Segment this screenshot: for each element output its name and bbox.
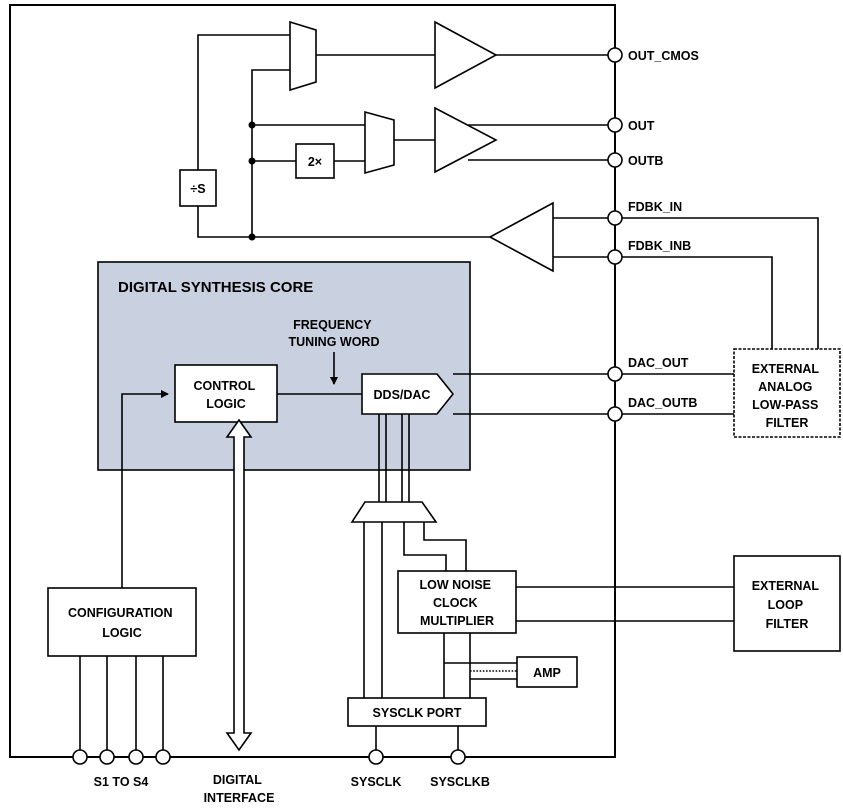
pin-s1: [72, 749, 88, 765]
pin-sysclkb: [450, 749, 466, 765]
pin-label-fdbk-inb: FDBK_INB: [628, 239, 691, 253]
pin-dac-out: [607, 366, 623, 382]
pin-out-cmos: [607, 47, 623, 63]
control-logic-block: [174, 364, 278, 423]
dds-dac-label: DDS/DAC: [374, 388, 431, 402]
pin-label-sysclkb: SYSCLKB: [430, 775, 490, 789]
pin-fdbk-inb: [607, 249, 623, 265]
divider-block: [179, 169, 217, 207]
external-lpf-label: EXTERNAL ANALOG LOW-PASS FILTER: [752, 362, 823, 430]
dds-dac-block: [361, 373, 455, 415]
config-logic-label: CONFIGURATION LOGIC: [68, 606, 176, 640]
feedback-receiver: [488, 201, 554, 273]
pin-label-outb: OUTB: [628, 154, 663, 168]
pin-label-dac-outb: DAC_OUTB: [628, 396, 697, 410]
pin-label-fdbk-in: FDBK_IN: [628, 200, 682, 214]
pin-out: [607, 117, 623, 133]
external-loop-filter-label: EXTERNAL LOOP FILTER: [752, 579, 823, 631]
clock-mux: [350, 501, 438, 523]
amp-block: [516, 656, 578, 688]
output-mux: [289, 20, 317, 92]
config-logic-block: [47, 587, 197, 657]
doubler-block: [295, 143, 335, 179]
clock-multiplier-label: LOW NOISE CLOCK MULTIPLIER: [419, 578, 494, 628]
pin-label-dac-out: DAC_OUT: [628, 356, 689, 370]
external-loop-filter-block: [733, 555, 841, 652]
pin-label-digital-interface: DIGITAL INTERFACE: [204, 773, 275, 805]
pin-fdbk-in: [607, 210, 623, 226]
sysclk-port-block: [347, 697, 487, 727]
doubler-label: 2×: [308, 155, 322, 169]
digital-interface-bus: [225, 418, 253, 752]
clock-multiplier-block: [397, 570, 517, 634]
synthesis-core-title: DIGITAL SYNTHESIS CORE: [118, 279, 313, 296]
external-lpf-block: [733, 348, 841, 438]
pin-outb: [607, 152, 623, 168]
control-logic-label: CONTROL LOGIC: [193, 379, 258, 411]
diff-output-mux: [364, 110, 395, 175]
diff-buffer: [434, 106, 498, 174]
pin-label-out-cmos: OUT_CMOS: [628, 49, 699, 63]
synthesis-core-region: [97, 261, 471, 471]
pin-dac-outb: [607, 406, 623, 422]
pin-label-s1-s4: S1 TO S4: [94, 775, 149, 789]
amp-label: AMP: [533, 666, 561, 680]
pin-s4: [155, 749, 171, 765]
pin-s2: [99, 749, 115, 765]
pin-sysclk: [368, 749, 384, 765]
pin-label-out: OUT: [628, 119, 655, 133]
pin-s3: [128, 749, 144, 765]
cmos-buffer: [434, 20, 498, 90]
pin-label-sysclk: SYSCLK: [351, 775, 402, 789]
divider-label: ÷S: [190, 182, 205, 196]
sysclk-port-label: SYSCLK PORT: [373, 706, 462, 720]
ftw-label: FREQUENCY TUNING WORD: [289, 318, 380, 349]
